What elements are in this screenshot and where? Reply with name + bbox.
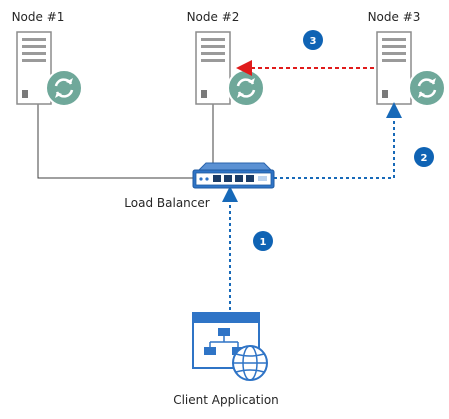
node-3-server[interactable] [376, 31, 446, 107]
sync-refresh-icon [227, 69, 265, 107]
server-tower-icon [376, 31, 412, 105]
server-tower-icon [16, 31, 52, 105]
node-1-server[interactable] [16, 31, 83, 107]
node-1-label: Node #1 [12, 10, 65, 24]
globe-icon [232, 345, 268, 381]
load-balancer-label: Load Balancer [124, 196, 209, 210]
client-application[interactable] [192, 312, 268, 381]
step-badge-3-number: 3 [310, 36, 317, 47]
step-badge-2: 2 [414, 147, 434, 167]
network-switch-icon [192, 162, 275, 189]
node-3-label: Node #3 [368, 10, 421, 24]
step-badge-3: 3 [303, 30, 323, 50]
node-uplink-lines [37, 104, 214, 179]
load-balancer-device[interactable] [192, 162, 275, 189]
node-2-server[interactable] [195, 31, 265, 107]
step-badge-1-number: 1 [260, 237, 267, 248]
sync-refresh-icon [45, 69, 83, 107]
client-application-label: Client Application [173, 393, 279, 407]
node-2-label: Node #2 [187, 10, 240, 24]
server-tower-icon [195, 31, 231, 105]
step-badge-2-number: 2 [421, 153, 428, 164]
forward-arrow-lb-to-node3 [274, 102, 402, 179]
step-badge-1: 1 [253, 231, 273, 251]
sync-refresh-icon [408, 69, 446, 107]
